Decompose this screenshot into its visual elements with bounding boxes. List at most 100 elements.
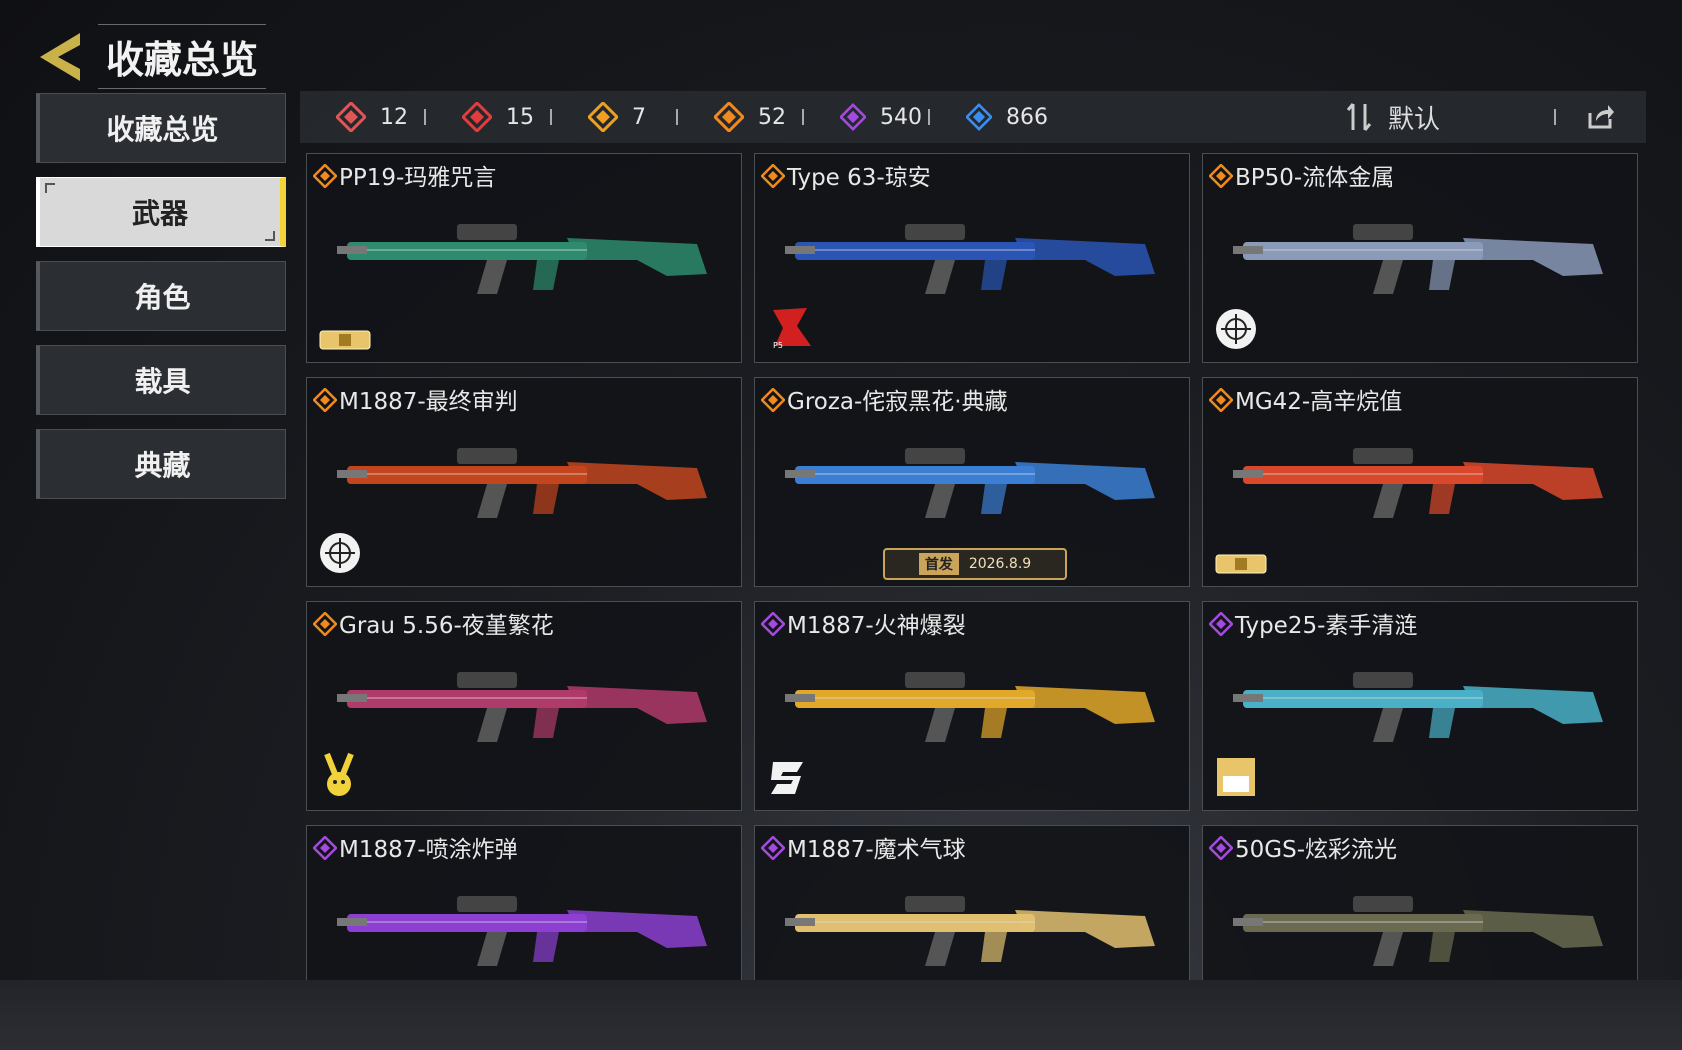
weapon-image (337, 224, 707, 294)
bunny-badge (324, 752, 354, 796)
weapon-name: 50GS-炫彩流光 (1235, 837, 1397, 863)
weapon-card[interactable]: Type25-素手清涟 (1202, 601, 1638, 811)
stat-count: 866 (1006, 104, 1048, 130)
sort-icon (1346, 103, 1372, 131)
weapon-name: BP50-流体金属 (1235, 165, 1395, 191)
weapon-name: PP19-玛雅咒言 (339, 165, 497, 191)
divider (1554, 109, 1556, 125)
stat-count: 540 (880, 104, 922, 130)
back-arrow-icon[interactable] (36, 29, 88, 85)
rarity-icon (313, 836, 337, 860)
weapon-name: M1887-魔术气球 (787, 837, 966, 863)
rarity-icon (313, 388, 337, 412)
weapon-name: M1887-火神爆裂 (787, 613, 966, 639)
weapon-card[interactable]: Groza-侘寂黑花·典藏 首发 2026.8.9 (754, 377, 1190, 587)
rarity-icon (1209, 612, 1233, 636)
weapon-card[interactable]: MG42-高辛烷值 (1202, 377, 1638, 587)
sort-label: 默认 (1388, 104, 1441, 135)
weapon-name: Type25-素手清涟 (1235, 613, 1418, 639)
rarity-icon (761, 836, 785, 860)
rarity-orange-icon (714, 102, 744, 132)
release-date: 2026.8.9 (968, 556, 1032, 572)
crosshair-badge (320, 533, 360, 573)
sidebar-item-label: 收藏总览 (106, 113, 219, 146)
weapon-card[interactable]: M1887-最终审判 (306, 377, 742, 587)
stat-0: 12 (300, 102, 418, 132)
weapon-image (1233, 672, 1603, 742)
sidebar-item-4[interactable]: 典藏 (36, 429, 286, 499)
weapon-image (337, 672, 707, 742)
weapon-image (337, 448, 707, 518)
weapon-name: Grau 5.56-夜堇繁花 (339, 613, 554, 639)
weapon-grid: PP19-玛雅咒言 Type 63-琼安 P5 BP50-流体金属 (306, 153, 1638, 981)
weapon-card[interactable]: M1887-火神爆裂 (754, 601, 1190, 811)
rarity-icon (1209, 388, 1233, 412)
stats-bar: 12 15 7 52 540 866 默认 (300, 91, 1646, 143)
stat-count: 12 (380, 104, 408, 130)
sidebar-item-1[interactable]: 武器 (36, 177, 286, 247)
sidebar-item-3[interactable]: 载具 (36, 345, 286, 415)
rarity-red-icon (462, 102, 492, 132)
sidebar-item-2[interactable]: 角色 (36, 261, 286, 331)
sidebar-item-label: 武器 (131, 197, 188, 230)
divider (802, 109, 804, 125)
weapon-image (785, 896, 1155, 966)
rarity-icon (761, 612, 785, 636)
rarity-icon (1209, 164, 1233, 188)
release-tag: 首发 (918, 553, 959, 575)
sidebar-item-0[interactable]: 收藏总览 (36, 93, 286, 163)
weapon-image (1233, 224, 1603, 294)
collab-logo-badge (1217, 758, 1255, 796)
stat-1: 15 (426, 102, 544, 132)
share-icon[interactable] (1584, 101, 1616, 133)
gold-ticket-badge (319, 330, 371, 350)
stat-2: 7 (552, 102, 670, 132)
divider (928, 109, 930, 125)
page-title: 收藏总览 (98, 24, 267, 89)
weapon-image (1233, 896, 1603, 966)
rarity-white-red-icon (336, 102, 366, 132)
weapon-name: M1887-喷涂炸弹 (339, 837, 518, 863)
stat-count: 15 (506, 104, 534, 130)
stat-count: 7 (632, 104, 646, 130)
stat-3: 52 (678, 102, 796, 132)
rarity-blue-icon (966, 103, 992, 131)
weapon-image (785, 224, 1155, 294)
sidebar-item-label: 载具 (134, 365, 191, 398)
weapon-image (785, 448, 1155, 518)
rarity-icon (1209, 836, 1233, 860)
weapon-name: Type 63-琼安 (787, 165, 931, 191)
bottom-bar (0, 980, 1682, 1050)
divider (424, 109, 426, 125)
weapon-card[interactable]: Grau 5.56-夜堇繁花 (306, 601, 742, 811)
logo-s-badge (771, 762, 803, 794)
weapon-name: Groza-侘寂黑花·典藏 (787, 389, 1008, 415)
stat-4: 540 (804, 102, 922, 132)
sidebar-item-label: 典藏 (134, 449, 191, 482)
weapon-card[interactable]: M1887-喷涂炸弹 (306, 825, 742, 981)
sidebar-item-label: 角色 (134, 281, 191, 314)
weapon-card[interactable]: BP50-流体金属 (1202, 153, 1638, 363)
rarity-purple-icon (840, 103, 866, 131)
rarity-icon (761, 164, 785, 188)
rarity-icon (313, 612, 337, 636)
weapon-card[interactable]: M1887-魔术气球 (754, 825, 1190, 981)
rarity-gold-icon (588, 102, 618, 132)
stat-5: 866 (930, 102, 1048, 132)
sort-button[interactable]: 默认 (1346, 91, 1440, 143)
gold-ticket-badge (1215, 554, 1267, 574)
stat-count: 52 (758, 104, 786, 130)
crosshair-badge (1216, 309, 1256, 349)
weapon-card[interactable]: 50GS-炫彩流光 (1202, 825, 1638, 981)
weapon-name: MG42-高辛烷值 (1235, 389, 1403, 415)
weapon-card[interactable]: PP19-玛雅咒言 (306, 153, 742, 363)
weapon-image (785, 672, 1155, 742)
divider (550, 109, 552, 125)
persona-mask-badge: P5 (773, 308, 811, 350)
weapon-card[interactable]: Type 63-琼安 P5 (754, 153, 1190, 363)
release-date-banner: 首发 2026.8.9 (883, 548, 1067, 580)
weapon-image (1233, 448, 1603, 518)
weapon-name: M1887-最终审判 (339, 389, 518, 415)
rarity-icon (761, 388, 785, 412)
sidebar: 收藏总览武器角色载具典藏 (36, 93, 286, 513)
